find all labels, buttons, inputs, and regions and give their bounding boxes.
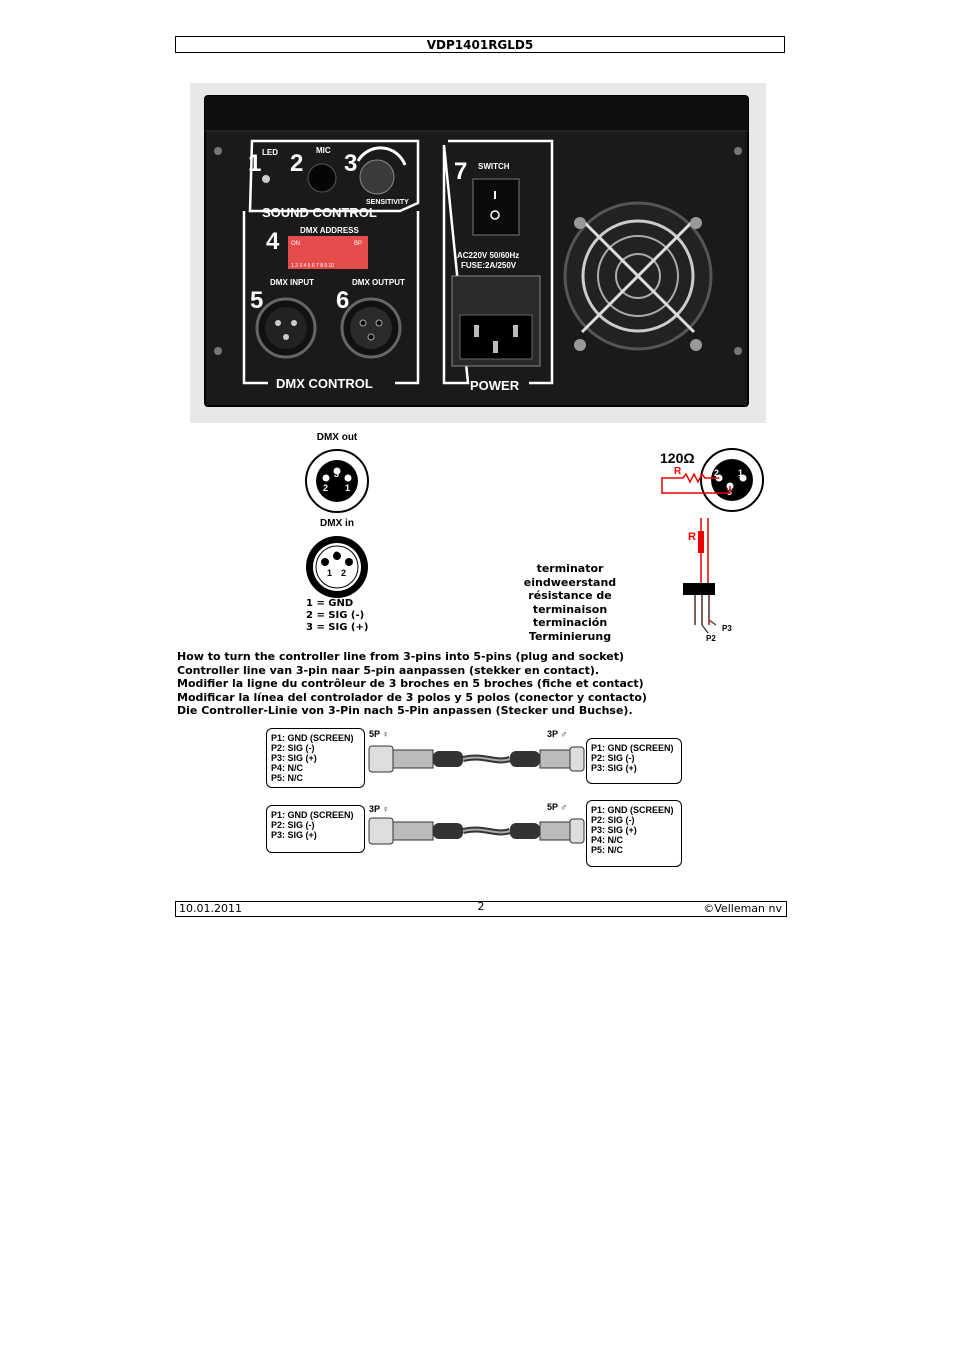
instruction-es: Modificar la línea del controlador de 3 … bbox=[177, 690, 647, 704]
page-footer: 10.01.2011 2 ©Velleman nv bbox=[175, 900, 787, 917]
power-label: POWER bbox=[470, 378, 520, 393]
terminator-fr-1: résistance de bbox=[528, 589, 612, 603]
page-header: VDP1401RGLD5 bbox=[175, 36, 785, 53]
instruction-fr: Modifier la ligne du contrôleur de 3 bro… bbox=[177, 677, 644, 691]
panel-number-3: 3 bbox=[344, 150, 357, 177]
panel-number-4: 4 bbox=[266, 228, 280, 255]
pin-line: P2: SIG (-) bbox=[271, 743, 315, 753]
pin-line: P4: N/C bbox=[591, 835, 624, 845]
dmx-output-label: DMX OUTPUT bbox=[352, 278, 405, 287]
pin-line: P1: GND (SCREEN) bbox=[271, 733, 354, 743]
instruction-en: How to turn the controller line from 3-p… bbox=[177, 650, 625, 663]
dmx-in-diagram: 3 1 2 bbox=[306, 536, 368, 598]
power-switch[interactable] bbox=[472, 178, 520, 236]
pin-line: P2: SIG (-) bbox=[271, 820, 315, 830]
rear-panel-illustration: 1 2 3 4 5 6 7 8 LED MIC SENSITIVITY SOUN… bbox=[204, 95, 749, 407]
pin-line: P2: SIG (-) bbox=[591, 815, 635, 825]
terminator-en: terminator bbox=[536, 562, 604, 575]
dip-switch[interactable] bbox=[288, 236, 368, 269]
dmx-control-label: DMX CONTROL bbox=[276, 376, 373, 391]
dmx-address-label: DMX ADDRESS bbox=[300, 226, 359, 235]
dmx-in-pin-3: 3 bbox=[334, 550, 339, 560]
pin-assignment-3: 3 = SIG (+) bbox=[306, 622, 369, 633]
footer-page-number: 2 bbox=[477, 900, 485, 913]
rear-panel-figure: 1 2 3 4 5 6 7 8 LED MIC SENSITIVITY SOUN… bbox=[190, 83, 766, 423]
pin-line: P1: GND (SCREEN) bbox=[591, 743, 674, 753]
terminator-caption: terminator eindweerstand résistance de t… bbox=[505, 562, 635, 644]
terminator-fr-2: terminaison bbox=[532, 602, 608, 616]
cable-top-illustration bbox=[368, 745, 585, 773]
conversion-instructions: How to turn the controller line from 3-p… bbox=[177, 650, 647, 718]
dmx-out-pin-1: 1 bbox=[345, 483, 350, 493]
cable-bottom-left-label: 3P ♀ bbox=[369, 804, 390, 814]
terminator-de: Terminierung bbox=[528, 629, 612, 643]
mic-hole bbox=[307, 163, 337, 193]
cable-top-left-pins: P1: GND (SCREEN) P2: SIG (-) P3: SIG (+)… bbox=[266, 728, 365, 788]
cable-bottom-right-pins: P1: GND (SCREEN) P2: SIG (-) P3: SIG (+)… bbox=[586, 800, 682, 867]
panel-number-7: 7 bbox=[454, 158, 467, 185]
instruction-de: Die Controller-Linie von 3-Pin nach 5-Pi… bbox=[177, 704, 633, 718]
header-title: VDP1401RGLD5 bbox=[426, 38, 534, 52]
footer-date: 10.01.2011 bbox=[179, 902, 242, 915]
dmx-out-diagram: 3 2 1 bbox=[305, 449, 369, 513]
dmx-out-pin-2: 2 bbox=[323, 483, 328, 493]
terminator-diagram: 120Ω R 2 1 3 R P3 P2 bbox=[660, 448, 764, 643]
cable-top-right-pins: P1: GND (SCREEN) P2: SIG (-) P3: SIG (+) bbox=[586, 738, 682, 784]
footer-copyright: ©Velleman nv bbox=[703, 902, 782, 915]
instruction-nl: Controller line van 3-pin naar 5-pin aan… bbox=[177, 663, 600, 677]
cable-bottom-illustration bbox=[368, 817, 585, 845]
pin-line: P1: GND (SCREEN) bbox=[271, 810, 354, 820]
pin-assignment-list: 1 = GND 2 = SIG (-) 3 = SIG (+) bbox=[306, 598, 368, 634]
panel-number-1: 1 bbox=[248, 150, 261, 177]
ac-rating-label: AC220V 50/60Hz bbox=[457, 251, 519, 260]
panel-number-2: 2 bbox=[290, 150, 303, 177]
cable-top-left-label: 5P ♀ bbox=[369, 729, 390, 739]
dmx-input-label: DMX INPUT bbox=[270, 278, 314, 287]
dip-numbers-label: 1 2 3 4 5 6 7 8 9 10 bbox=[291, 263, 334, 269]
led-label: LED bbox=[262, 148, 278, 157]
pin-assignment-2: 2 = SIG (-) bbox=[306, 610, 365, 621]
cable-bottom-right-label: 5P ♂ bbox=[547, 802, 568, 812]
pin-line: P1: GND (SCREEN) bbox=[591, 805, 674, 815]
pin-line: P5: N/C bbox=[591, 845, 624, 855]
p2-label: P2 bbox=[706, 634, 716, 643]
sound-control-label: SOUND CONTROL bbox=[262, 205, 377, 220]
pin-line: P5: N/C bbox=[271, 773, 304, 783]
pin-line: P2: SIG (-) bbox=[591, 753, 635, 763]
pin-assignment-1: 1 = GND bbox=[306, 598, 354, 609]
panel-number-5: 5 bbox=[250, 287, 263, 314]
dip-bp-label: BP bbox=[354, 241, 362, 247]
pin-line: P3: SIG (+) bbox=[591, 825, 637, 835]
term-pin-2: 2 bbox=[714, 468, 719, 478]
resistor-label-bottom: R bbox=[688, 531, 696, 543]
cable-top-right-label: 3P ♂ bbox=[547, 729, 568, 739]
resistance-label: 120Ω bbox=[660, 450, 695, 466]
dmx-in-pin-1: 1 bbox=[327, 568, 332, 578]
pin-line: P4: N/C bbox=[271, 763, 304, 773]
terminator-es: terminación bbox=[532, 616, 608, 630]
terminator-nl: eindweerstand bbox=[523, 575, 617, 589]
panel-number-6: 6 bbox=[336, 287, 349, 314]
p3-label: P3 bbox=[722, 624, 732, 633]
led-indicator bbox=[262, 175, 270, 183]
pin-line: P3: SIG (+) bbox=[591, 763, 637, 773]
pin-line: P3: SIG (+) bbox=[271, 830, 317, 840]
dmx-out-label: DMX out bbox=[316, 432, 358, 443]
dmx-in-label: DMX in bbox=[320, 518, 354, 529]
dmx-in-pin-2: 2 bbox=[341, 568, 346, 578]
sensitivity-knob[interactable] bbox=[359, 159, 395, 195]
mic-label: MIC bbox=[316, 146, 331, 155]
dmx-out-pin-3: 3 bbox=[334, 469, 339, 479]
resistor-label-top: R bbox=[674, 466, 682, 477]
fuse-rating-label: FUSE:2A/250V bbox=[461, 261, 517, 270]
switch-label: SWITCH bbox=[478, 162, 510, 171]
cable-bottom-left-pins: P1: GND (SCREEN) P2: SIG (-) P3: SIG (+) bbox=[266, 805, 365, 853]
term-pin-1: 1 bbox=[738, 468, 743, 478]
sensitivity-label: SENSITIVITY bbox=[366, 199, 409, 206]
pin-line: P3: SIG (+) bbox=[271, 753, 317, 763]
dip-on-label: ON bbox=[291, 241, 300, 247]
